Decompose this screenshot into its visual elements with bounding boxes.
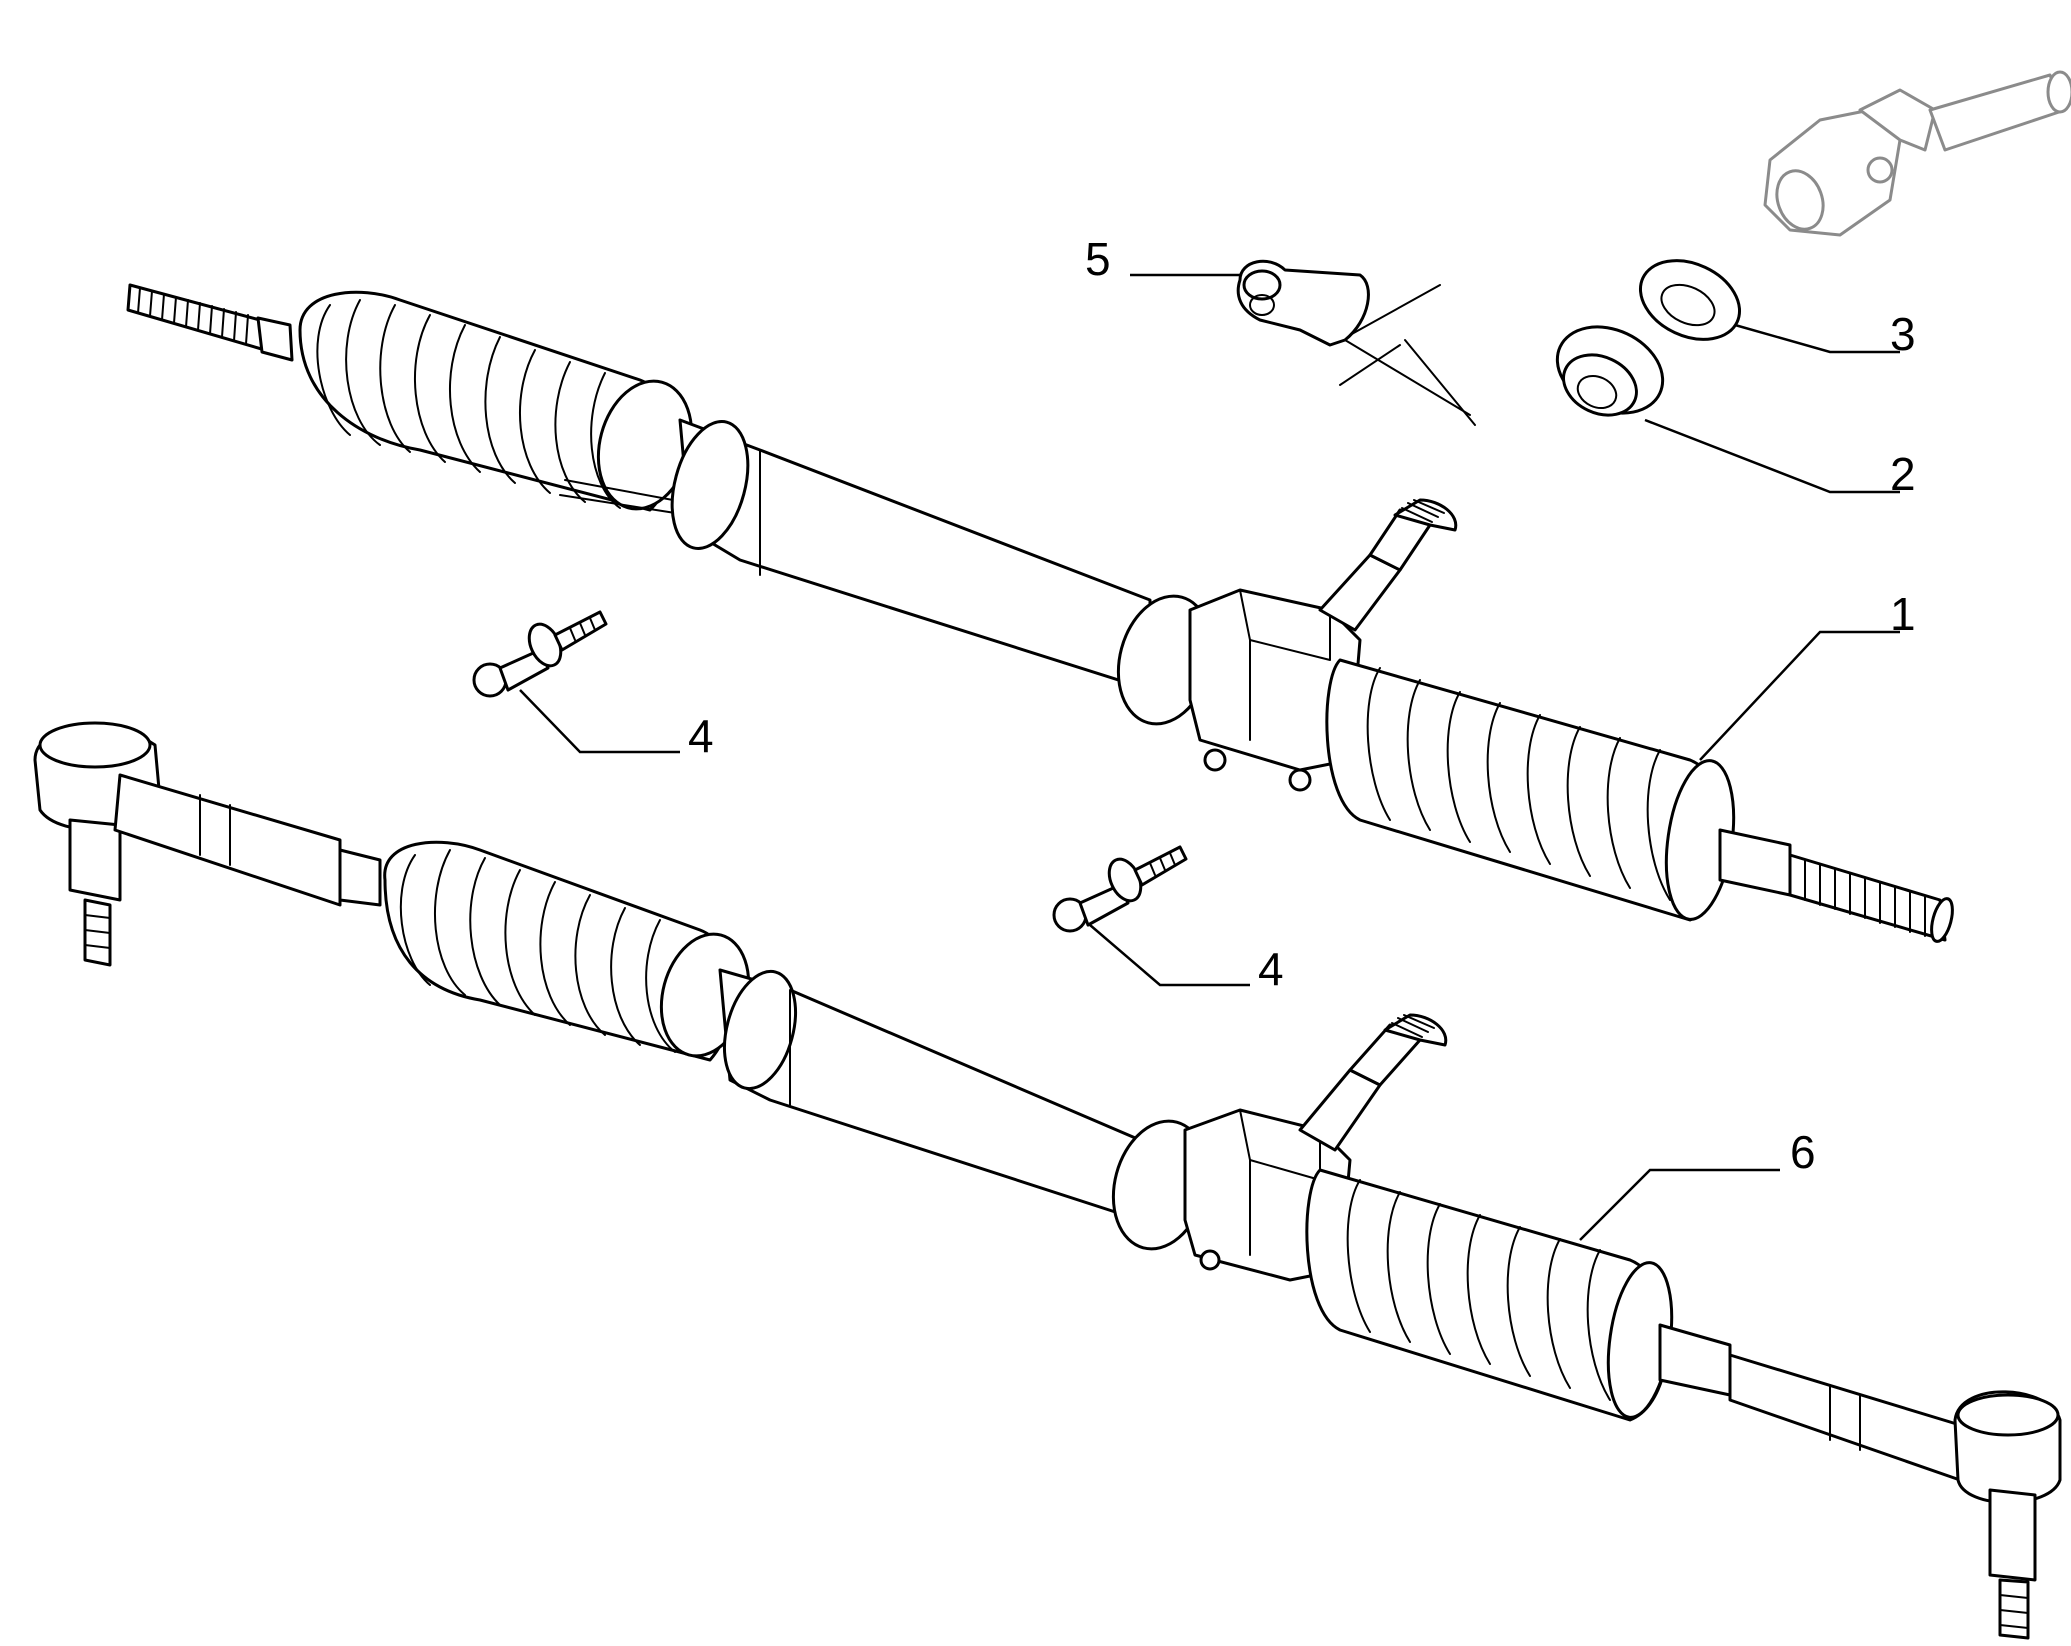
callout-2: 2 <box>1890 448 1916 500</box>
upper-right-bellows <box>1325 658 1736 922</box>
steering-rack-upper <box>126 283 1954 943</box>
callout-1: 1 <box>1890 588 1916 640</box>
leader-4b <box>1089 924 1250 987</box>
clip-part <box>1236 259 1370 347</box>
callout-labels: 1 2 3 4 4 5 6 <box>688 233 1916 1178</box>
lower-rack-tube <box>718 968 1142 1222</box>
leader-2 <box>1644 418 1900 494</box>
exploded-view-separator <box>1339 284 1476 426</box>
lower-right-tie-rod-end <box>1658 1323 2062 1640</box>
bolt-upper <box>472 610 608 698</box>
lower-left-tie-rod-end <box>33 721 382 967</box>
bolt-lower <box>1052 845 1188 933</box>
callout-3: 3 <box>1890 308 1916 360</box>
leader-1 <box>1699 630 1900 761</box>
universal-joint-reference <box>1763 70 2071 237</box>
leader-4a <box>519 689 680 754</box>
callout-5: 5 <box>1085 233 1111 285</box>
seal-bushing-part <box>1555 325 1665 417</box>
upper-left-threaded-end <box>126 283 294 362</box>
callout-6: 6 <box>1790 1126 1816 1178</box>
washer-ring-part <box>1638 259 1742 341</box>
upper-pinion-housing <box>1116 498 1458 792</box>
leader-lines <box>519 273 1900 1241</box>
upper-left-bellows <box>298 290 721 521</box>
callout-4-lower: 4 <box>1258 943 1284 995</box>
leader-6 <box>1579 1168 1780 1241</box>
lower-right-bellows <box>1305 1168 1674 1422</box>
steering-rack-lower <box>33 721 2062 1640</box>
leader-3 <box>1734 323 1900 354</box>
upper-rack-tube <box>670 418 1152 692</box>
upper-right-threaded-end <box>1718 828 1954 943</box>
callout-4-upper: 4 <box>688 710 714 762</box>
lower-left-bellows <box>383 840 751 1062</box>
